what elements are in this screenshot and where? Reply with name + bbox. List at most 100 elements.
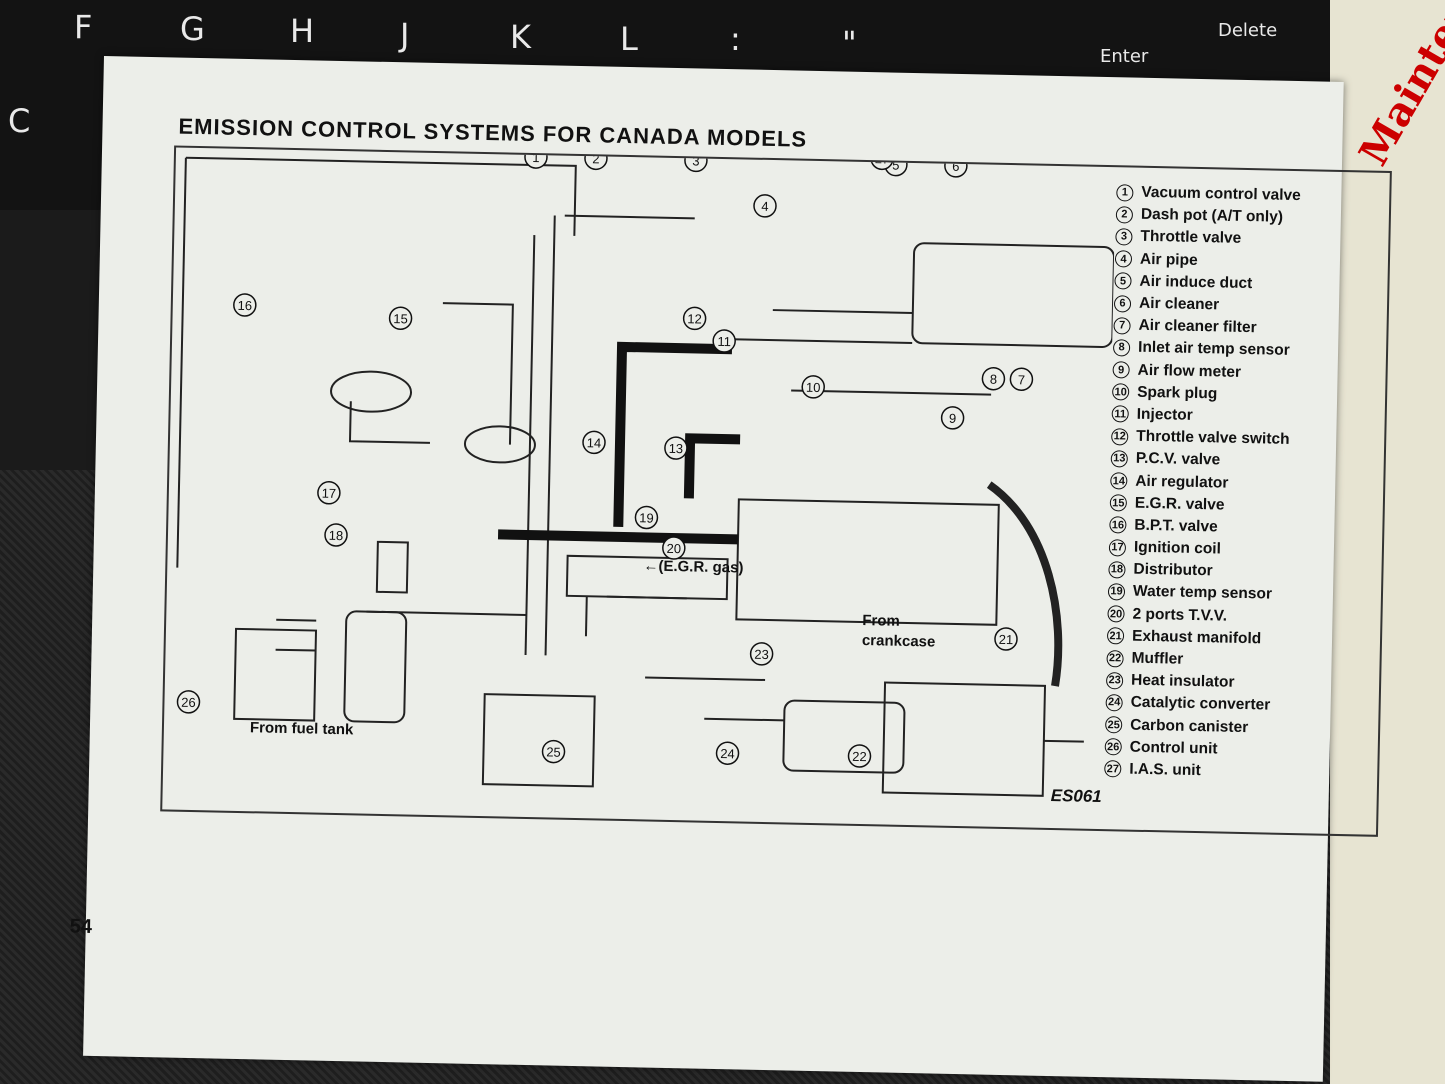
- svg-text:12: 12: [687, 311, 702, 326]
- legend-number: 24: [1105, 694, 1123, 712]
- diagram-marker-23: 23: [749, 642, 774, 666]
- figure-code: ES061: [1050, 785, 1102, 807]
- key-colon[interactable]: :: [730, 20, 741, 58]
- diagram-marker-14: 14: [582, 430, 606, 455]
- diagram-marker-6: 6: [944, 154, 968, 178]
- diagram-marker-18: 18: [324, 523, 348, 547]
- from-crankcase-callout-line2: crankcase: [861, 632, 936, 651]
- svg-text:24: 24: [720, 746, 735, 761]
- svg-text:25: 25: [546, 744, 561, 759]
- legend-label: Control unit: [1129, 738, 1218, 758]
- diagram-marker-21: 21: [994, 627, 1018, 651]
- legend-number: 8: [1112, 339, 1131, 357]
- key-j[interactable]: J: [400, 16, 410, 54]
- legend-label: Injector: [1136, 405, 1193, 424]
- from-fuel-tank-callout: From fuel tank: [249, 719, 354, 739]
- legend-label: P.C.V. valve: [1135, 450, 1221, 469]
- svg-text:7: 7: [1018, 372, 1026, 387]
- svg-text:1: 1: [532, 150, 540, 165]
- legend-number: 19: [1107, 583, 1126, 601]
- svg-text:4: 4: [761, 199, 769, 214]
- svg-text:19: 19: [639, 510, 654, 525]
- legend-label: I.A.S. unit: [1129, 760, 1201, 780]
- right-page-heading: Maintenance Schedule: [1350, 0, 1445, 174]
- legend-label: Air cleaner: [1138, 294, 1220, 314]
- svg-text:6: 6: [952, 159, 960, 174]
- legend-label: Air induce duct: [1139, 272, 1253, 292]
- legend-label: Air regulator: [1135, 472, 1229, 492]
- svg-text:21: 21: [999, 632, 1014, 647]
- diagram-marker-19: 19: [634, 505, 659, 530]
- legend-number: 18: [1108, 560, 1126, 579]
- diagram-marker-10: 10: [801, 375, 825, 399]
- diagram-marker-13: 13: [664, 436, 688, 460]
- legend-label: Dash pot (A/T only): [1140, 206, 1284, 227]
- legend-label: Throttle valve switch: [1136, 427, 1290, 449]
- svg-text:18: 18: [329, 528, 344, 543]
- svg-text:5: 5: [892, 158, 900, 173]
- legend-number: 5: [1114, 272, 1132, 290]
- svg-text:23: 23: [754, 647, 769, 662]
- legend-number: 1: [1116, 183, 1134, 202]
- key-delete[interactable]: Delete: [1218, 20, 1278, 41]
- legend-number: 14: [1110, 472, 1128, 490]
- diagram-marker-25: 25: [541, 739, 566, 764]
- diagram-marker-26: 26: [176, 690, 201, 714]
- legend-number: 16: [1109, 516, 1127, 534]
- diagram-marker-15: 15: [388, 306, 413, 331]
- diagram-marker-24: 24: [715, 741, 740, 765]
- diagram-marker-3: 3: [684, 148, 708, 173]
- legend-label: Catalytic converter: [1130, 694, 1271, 714]
- svg-text:13: 13: [669, 441, 684, 456]
- svg-text:17: 17: [322, 486, 337, 501]
- legend-number: 10: [1112, 383, 1130, 401]
- svg-text:11: 11: [717, 334, 731, 349]
- diagram-marker-9: 9: [940, 406, 965, 430]
- legend-label: Carbon canister: [1130, 716, 1249, 736]
- key-c[interactable]: C: [8, 102, 31, 140]
- diagram-marker-7: 7: [1009, 367, 1034, 392]
- legend-number: 4: [1114, 250, 1133, 268]
- legend-label: B.P.T. valve: [1134, 516, 1218, 536]
- legend-label: Air flow meter: [1137, 361, 1242, 381]
- diagram-marker-16: 16: [233, 293, 257, 317]
- key-h[interactable]: H: [290, 12, 315, 50]
- legend-label: E.G.R. valve: [1134, 494, 1225, 514]
- page-number: 54: [69, 915, 93, 938]
- legend-label: Water temp sensor: [1132, 583, 1273, 604]
- diagram-marker-2: 2: [584, 147, 608, 171]
- key-g[interactable]: G: [180, 10, 205, 48]
- legend-number: 22: [1106, 649, 1124, 668]
- diagram-marker-12: 12: [682, 306, 707, 331]
- egr-gas-callout: ←(E.G.R. gas): [643, 557, 744, 577]
- key-l[interactable]: L: [620, 20, 638, 58]
- diagram-marker-8: 8: [981, 366, 1006, 391]
- svg-text:16: 16: [237, 298, 252, 313]
- svg-text:20: 20: [666, 541, 681, 556]
- legend-label: Inlet air temp sensor: [1137, 339, 1290, 360]
- legend-number: 7: [1113, 316, 1131, 335]
- legend-number: 27: [1104, 760, 1122, 778]
- diagram-marker-1: 1: [524, 147, 548, 169]
- legend-label: Distributor: [1133, 560, 1213, 580]
- svg-text:2: 2: [592, 151, 600, 166]
- key-k[interactable]: K: [510, 18, 531, 56]
- right-page: Maintenance Schedule: [1330, 0, 1445, 1084]
- key-f[interactable]: F: [74, 8, 93, 46]
- legend-label: Vacuum control valve: [1141, 183, 1301, 205]
- legend-number: 15: [1109, 494, 1128, 512]
- legend-number: 3: [1115, 228, 1133, 246]
- legend-number: 23: [1105, 671, 1124, 690]
- legend-label: Muffler: [1131, 649, 1184, 668]
- legend-label: Throttle valve: [1140, 228, 1242, 248]
- legend-number: 11: [1111, 405, 1129, 424]
- key-quote[interactable]: ": [842, 24, 857, 62]
- legend-number: 2: [1115, 206, 1134, 224]
- legend-number: 12: [1111, 427, 1129, 446]
- diagram-marker-22: 22: [847, 744, 872, 768]
- legend-number: 26: [1104, 738, 1122, 756]
- key-enter[interactable]: Enter: [1100, 46, 1149, 67]
- diagram-marker-11: 11: [712, 329, 736, 353]
- svg-text:3: 3: [692, 153, 700, 168]
- legend-label: Air pipe: [1139, 250, 1198, 269]
